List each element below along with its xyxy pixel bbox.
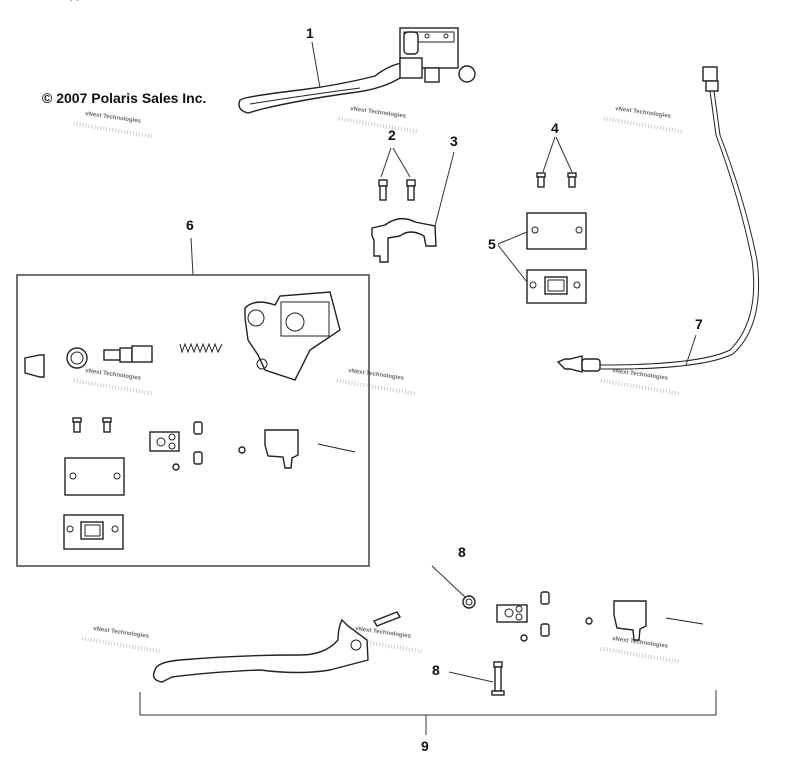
copyright-text: © 2007 Polaris Sales Inc. <box>42 90 206 106</box>
watermarks: vNext Technologies vNext Technologies vN… <box>73 106 683 664</box>
watermark: vNext Technologies <box>615 106 672 120</box>
brake-lever-kit[interactable] <box>152 591 704 696</box>
reservoir-cover-and-diaphragm[interactable] <box>526 212 587 304</box>
clamp[interactable] <box>371 217 437 263</box>
callout-4: 4 <box>551 120 559 136</box>
watermark: vNext Technologies <box>93 626 150 640</box>
cover-screws[interactable] <box>536 172 577 188</box>
callout-8b: 8 <box>432 662 440 678</box>
master-cylinder-assembly[interactable] <box>238 27 476 114</box>
callout-5: 5 <box>488 236 496 252</box>
watermark: vNext Technologies <box>612 368 669 382</box>
watermark: vNext Technologies <box>348 368 405 382</box>
callout-1: 1 <box>306 25 314 41</box>
callout-8a: 8 <box>458 544 466 560</box>
callout-3: 3 <box>450 133 458 149</box>
callout-6: 6 <box>186 217 194 233</box>
rebuild-kit[interactable] <box>16 274 370 567</box>
callout-2: 2 <box>388 127 396 143</box>
watermark: vNext Technologies <box>85 111 142 125</box>
callout-9: 9 <box>421 738 429 754</box>
clamp-bolts[interactable] <box>378 179 416 201</box>
title-fragment: · · <box>70 0 79 6</box>
watermark: vNext Technologies <box>350 106 407 120</box>
watermark: vNext Technologies <box>612 636 669 650</box>
brake-light-switch[interactable] <box>556 66 760 373</box>
watermark: vNext Technologies <box>85 368 142 382</box>
callout-7: 7 <box>695 316 703 332</box>
